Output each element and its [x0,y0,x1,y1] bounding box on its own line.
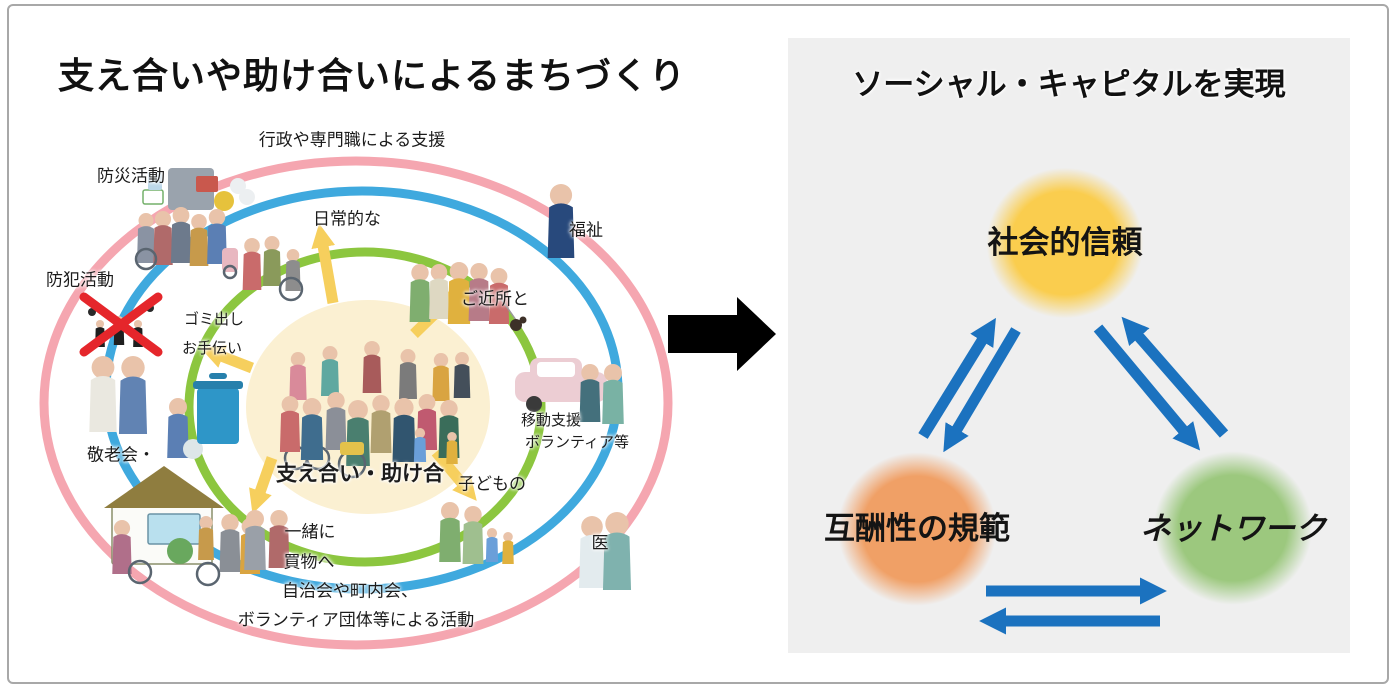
arrow-left-icon [200,345,254,374]
arrow-network-up-icon [1121,316,1229,438]
right-title: ソーシャル・キャピタルを実現 [852,66,1286,102]
people-cluster-medical [579,512,632,590]
label-node-trust: 社会的信頼 [987,224,1143,260]
label-medical: 医 [591,533,609,553]
label-associations-2: ボランティア団体等による活動 [237,610,475,630]
arrow-trust-up-icon [918,317,996,439]
people-cluster-center-community [279,341,471,479]
mutual-arrows [918,316,1229,635]
people-cluster-neighborhood-watch [89,356,148,434]
crime-cross-icon [79,292,163,357]
arrow-up-icon [311,223,339,304]
label-neighbors: ご近所と [461,289,529,309]
people-cluster-neighbors [409,262,527,331]
label-node-reciprocity: 互酬性の規範 [824,510,1010,546]
label-mobility-1: 移動支援 [520,411,582,429]
label-disaster-prevention: 防災活動 [97,166,165,186]
people-cluster-shopping [244,510,290,570]
network-circle [1134,432,1332,624]
people-cluster-elderly-care [242,236,304,302]
label-garbage-1: ゴミ出し [183,310,245,328]
people-cluster-family [439,502,514,564]
person-welfare-worker [547,184,575,258]
people-cluster-disaster-supplies [142,168,255,211]
arrow-network-down-icon [1093,324,1201,451]
label-gov-support: 行政や専門職による支援 [258,130,446,150]
cluster-mobility-car [515,358,624,424]
people-cluster-garbage-help [167,373,243,459]
label-welfare: 福祉 [569,220,603,240]
outer-ring-pink [39,156,673,650]
label-center: 支え合い・助け合 [276,462,444,486]
people-cluster-disaster [134,207,238,280]
arrow-reciprocity-down-icon [943,327,1021,453]
label-children: 子どもの [458,474,526,494]
label-crime-prevention: 防犯活動 [46,270,114,290]
left-title: 支え合いや助け合いによるまちづくり [58,55,686,97]
label-node-network: ネットワーク [1140,510,1326,546]
label-senior-club: 敬老会・ [87,445,155,465]
label-daily: 日常的な [313,209,381,229]
label-associations-1: 自治会や町内会、 [282,581,418,601]
reciprocity-circle [818,433,1016,625]
illustrations [88,168,632,590]
transition-arrow-icon [668,297,776,371]
label-shopping-2: 買物へ [283,552,335,572]
label-shopping-1: 一緒に [284,522,336,542]
label-garbage-2: お手伝い [181,339,243,357]
trust-circle [967,149,1163,337]
cluster-senior-club-house [104,466,261,587]
label-mobility-2: ボランティア等 [524,433,630,451]
arrow-downleft-icon [249,456,278,514]
